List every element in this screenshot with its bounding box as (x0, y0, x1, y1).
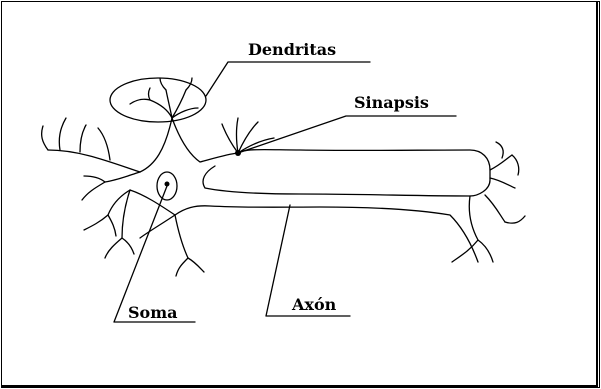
label-axon: Axón (291, 295, 337, 314)
soma-leader (114, 186, 195, 322)
dendritas-ellipse (110, 78, 206, 122)
sinapsis-leader (238, 116, 456, 153)
dendrites-synapse (222, 118, 274, 153)
dendritas-leader (206, 62, 370, 96)
label-sinapsis: Sinapsis (354, 93, 429, 112)
dendrites-top (130, 78, 198, 118)
label-dendritas: Dendritas (248, 40, 336, 59)
label-soma: Soma (128, 303, 178, 322)
dendrites-left (42, 118, 204, 276)
